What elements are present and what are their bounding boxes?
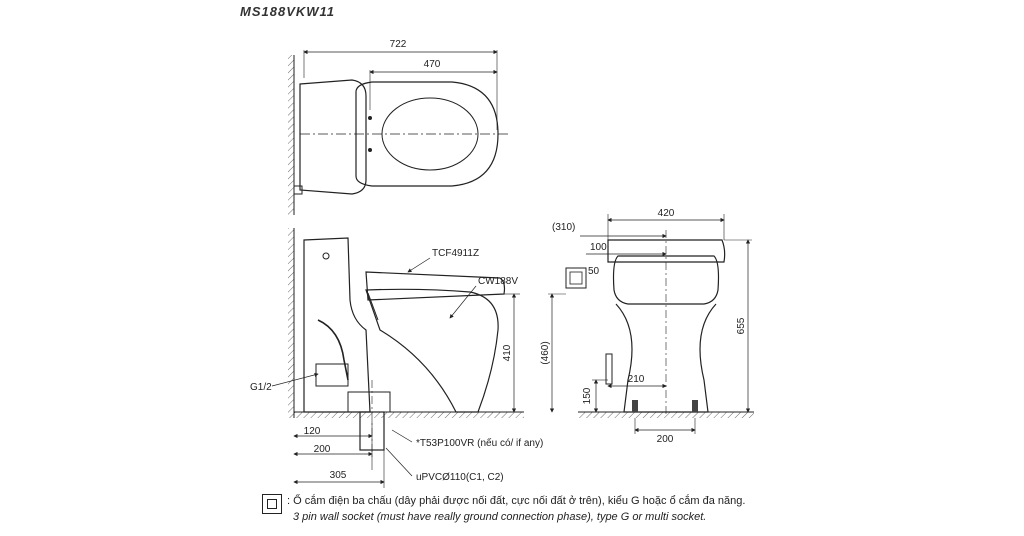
- trap-label: *T53P100VR (nếu có/ if any): [416, 437, 543, 449]
- dim-460: (460): [540, 341, 551, 364]
- dim-100: 100: [590, 242, 607, 253]
- top-view: 722 470: [288, 39, 510, 215]
- pipe-label: uPVCØ110(C1, C2): [416, 472, 504, 483]
- wall-socket-icon: [565, 267, 587, 289]
- floor-hatch-side: [294, 412, 524, 418]
- dim-200: 200: [314, 444, 331, 455]
- side-view: TCF4911Z CW188V G1/2 410 120 200 305 *T5…: [250, 228, 543, 488]
- tank-outline-top: [299, 79, 367, 195]
- socket-icon: [262, 494, 282, 514]
- seat-label: TCF4911Z: [432, 248, 479, 259]
- wall-hatch-top: [288, 55, 294, 215]
- dim-base-width: 200: [657, 434, 674, 445]
- seat-top-front: [607, 239, 726, 263]
- seat-body-front: [612, 255, 720, 305]
- legend-vietnamese: : Ổ cắm điện ba chấu (dây phải được nối …: [287, 495, 746, 507]
- tank-outline-side: [303, 237, 371, 413]
- supply-pipe-front: [605, 353, 613, 385]
- floor-bolt-right: [692, 400, 698, 412]
- dim-120: 120: [304, 426, 321, 437]
- floor-bolt-left: [632, 400, 638, 412]
- bowl-outline-side: [365, 288, 499, 413]
- dim-total-length: 722: [390, 39, 407, 50]
- model-number: MS188VKW11: [240, 4, 336, 19]
- dim-150: 150: [582, 387, 593, 404]
- wall-hatch-side: [288, 228, 294, 418]
- legend-english: 3 pin wall socket (must have really grou…: [293, 511, 707, 523]
- supply-valve-top: [293, 185, 303, 195]
- dim-310: (310): [552, 222, 575, 233]
- seat-outline-top: [355, 81, 499, 187]
- dim-seat-length: 470: [424, 59, 441, 70]
- supply-valve-side: [315, 363, 349, 387]
- dim-width: 420: [658, 208, 675, 219]
- dim-50: 50: [588, 266, 600, 277]
- dim-210: 210: [628, 374, 645, 385]
- dim-655: 655: [736, 317, 747, 334]
- dim-305: 305: [330, 470, 347, 481]
- dim-seat-height: 410: [502, 344, 513, 361]
- front-view: 420 (310) 100 50 (460) 655 210 150 200: [540, 208, 754, 445]
- floor-hatch-front: [578, 412, 754, 418]
- supply-label: G1/2: [250, 382, 272, 393]
- bowl-label: CW188V: [478, 276, 518, 287]
